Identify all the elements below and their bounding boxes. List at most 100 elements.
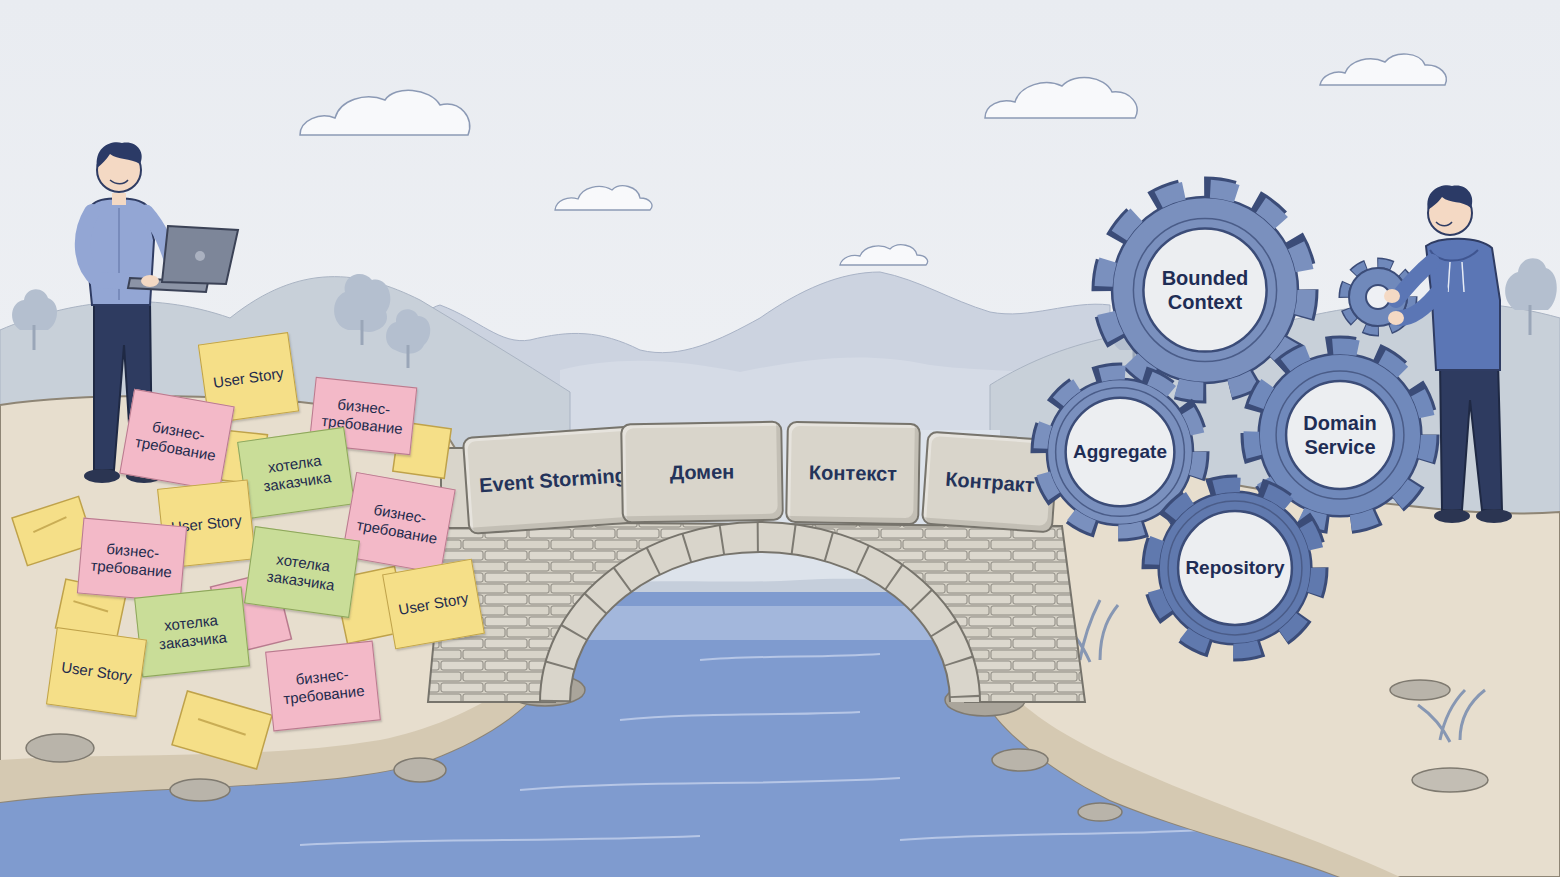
laptop-logo	[195, 251, 205, 261]
bridge-wall	[428, 522, 1085, 702]
bridge-arch	[555, 537, 965, 702]
gear-hub	[1178, 511, 1292, 625]
note-text: User Story	[60, 658, 133, 686]
left-man-hand	[141, 275, 159, 287]
sticky-note: бизнес-требование	[341, 472, 455, 574]
left-man-smile	[110, 180, 128, 184]
bridge-stone: Контекст	[785, 421, 921, 525]
note-text: хотелка заказчика	[253, 548, 351, 597]
note-text: бизнес-требование	[130, 414, 225, 465]
sticky-note: хотелка заказчика	[237, 427, 355, 519]
plant	[1418, 690, 1485, 742]
rock	[1390, 680, 1450, 700]
gear-ring	[1168, 501, 1302, 635]
note-scribble	[32, 517, 67, 532]
hoodie-string	[1448, 262, 1450, 292]
rock	[1078, 803, 1122, 821]
left-man-arm	[83, 212, 140, 282]
gear-hub	[1143, 228, 1266, 351]
ripple	[620, 712, 860, 720]
ripple	[300, 836, 700, 845]
bridge-stone: Event Storming	[462, 425, 644, 535]
cloud	[840, 245, 928, 265]
rock	[170, 779, 230, 801]
gear-body	[1112, 197, 1298, 383]
tree-trunk	[33, 325, 36, 350]
rock	[1412, 768, 1488, 792]
sticky-note: User Story	[46, 627, 147, 717]
gear-label: Repository	[1185, 557, 1284, 580]
bridge-stone: Домен	[620, 421, 784, 524]
rock	[992, 749, 1048, 771]
ripple	[520, 778, 900, 790]
gear-ring	[1133, 218, 1276, 361]
right-man-hand	[1384, 289, 1400, 303]
right-man-shoe	[1434, 509, 1470, 523]
gear-label: Bounded Context	[1161, 266, 1250, 314]
ripple	[900, 830, 1200, 840]
note-text: хотелка заказчика	[142, 609, 241, 655]
tree-trunk	[1529, 305, 1532, 335]
left-man-neck	[112, 193, 126, 205]
gear-teeth	[1152, 485, 1318, 651]
gear-body	[1159, 492, 1312, 645]
right-man-arm	[1400, 290, 1440, 318]
note-text: User Story	[212, 364, 285, 392]
right-man-hair	[1427, 185, 1472, 210]
gear-ring	[1276, 371, 1404, 499]
gear-label-area: Repository	[1143, 476, 1327, 660]
arch-outer	[540, 522, 980, 702]
sticky-note: бизнес-требование	[77, 518, 187, 603]
cloud	[1320, 54, 1446, 85]
stone-text: Контракт	[945, 467, 1036, 496]
sticky-note: User Story	[382, 559, 485, 650]
arch-inner	[570, 552, 950, 702]
note-scribble	[73, 601, 109, 611]
arch-joints	[555, 537, 965, 702]
tree-trunk	[361, 320, 364, 345]
rock	[26, 734, 94, 762]
right-man-smile	[1436, 222, 1452, 226]
cloud	[555, 186, 652, 210]
hoodie-string	[1462, 262, 1464, 292]
note-scribble	[198, 719, 247, 735]
note-text: User Story	[397, 589, 470, 619]
laptop-screen	[162, 226, 238, 284]
ripple	[700, 654, 880, 660]
right-man-hand	[1388, 311, 1404, 325]
stone-text: Домен	[670, 460, 735, 484]
gear-ring	[1056, 388, 1185, 517]
tree-trunk	[407, 345, 410, 368]
right-man-legs	[1440, 362, 1502, 510]
stone-text: Event Storming	[478, 463, 627, 496]
tree	[12, 289, 57, 330]
gear-hub	[1066, 398, 1175, 507]
tree	[1505, 258, 1557, 310]
sticky-note: бизнес-требование	[119, 389, 234, 491]
note-text: бизнес-требование	[273, 663, 372, 709]
stone-text: Контекст	[809, 461, 897, 486]
sticky-note: хотелка заказчика	[134, 587, 250, 678]
note-text: бизнес-требование	[85, 538, 180, 582]
gear-teeth-outline	[1151, 484, 1319, 652]
sticky-note: бизнес-требование	[265, 641, 381, 732]
left-man-hair	[97, 142, 142, 168]
cloud	[300, 90, 470, 135]
right-man-shoe	[1476, 509, 1512, 523]
cloud	[985, 77, 1137, 118]
gear-label: Aggregate	[1073, 441, 1167, 464]
blank-note	[172, 691, 272, 769]
right-bank-edge	[985, 680, 1400, 877]
note-text: хотелка заказчика	[246, 448, 346, 497]
gear-hub	[1286, 381, 1394, 489]
note-text: бизнес-требование	[351, 498, 445, 549]
small-gear	[1349, 268, 1407, 326]
left-man-shoe	[84, 469, 120, 483]
gear: Repository	[1143, 476, 1327, 660]
gear-label: Domain Service	[1301, 411, 1379, 459]
rock	[394, 758, 446, 782]
sticky-note: хотелка заказчика	[244, 526, 360, 618]
